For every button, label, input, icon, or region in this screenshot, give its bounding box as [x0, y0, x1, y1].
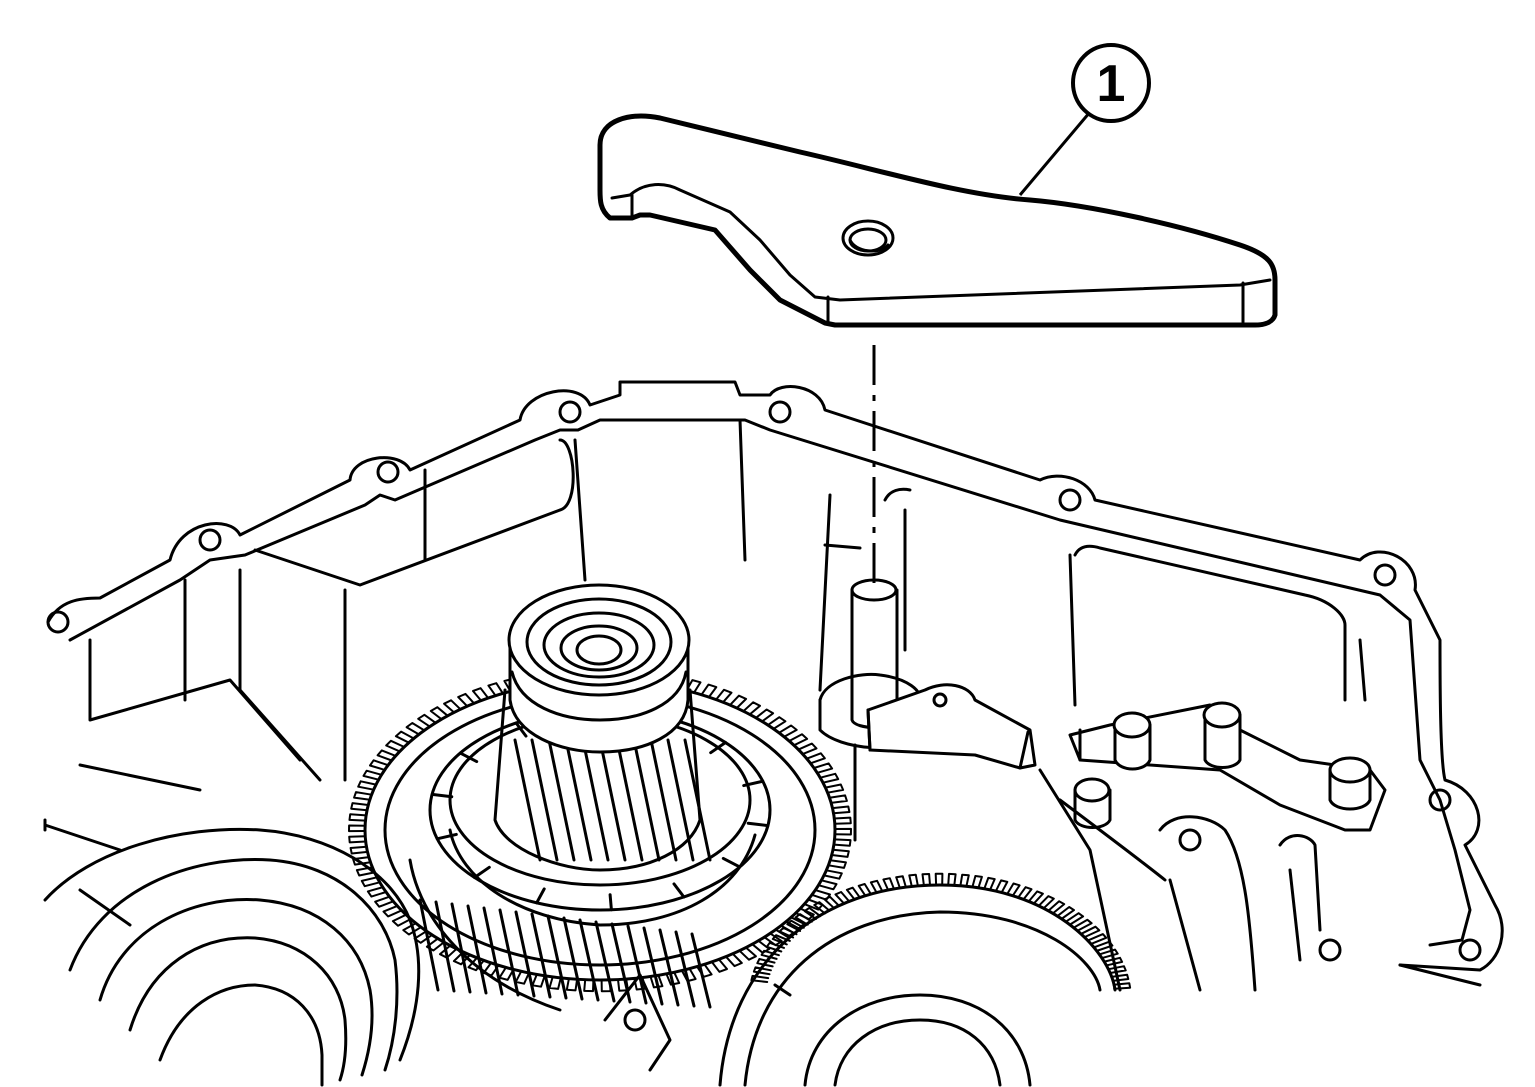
left-bearing-bore	[43, 827, 421, 1087]
shaft-bearing	[507, 583, 691, 754]
pinion-shaft	[493, 688, 712, 872]
gear-teeth	[750, 872, 1132, 990]
detent-plate	[1038, 701, 1387, 992]
callout-circle	[1071, 43, 1151, 123]
case-inner-walls	[43, 418, 1482, 987]
callout-leader-line	[1018, 111, 1092, 196]
callout-label: 1	[1097, 55, 1126, 113]
case-flange	[43, 380, 1504, 1032]
gear-helical-teeth	[418, 898, 712, 1009]
shift-lever-part	[597, 113, 1278, 328]
shift-shaft-assembly	[818, 578, 1037, 770]
pinion-helical-teeth	[513, 738, 712, 862]
right-gear	[603, 872, 1132, 1087]
callout-1: 1	[1018, 43, 1151, 196]
